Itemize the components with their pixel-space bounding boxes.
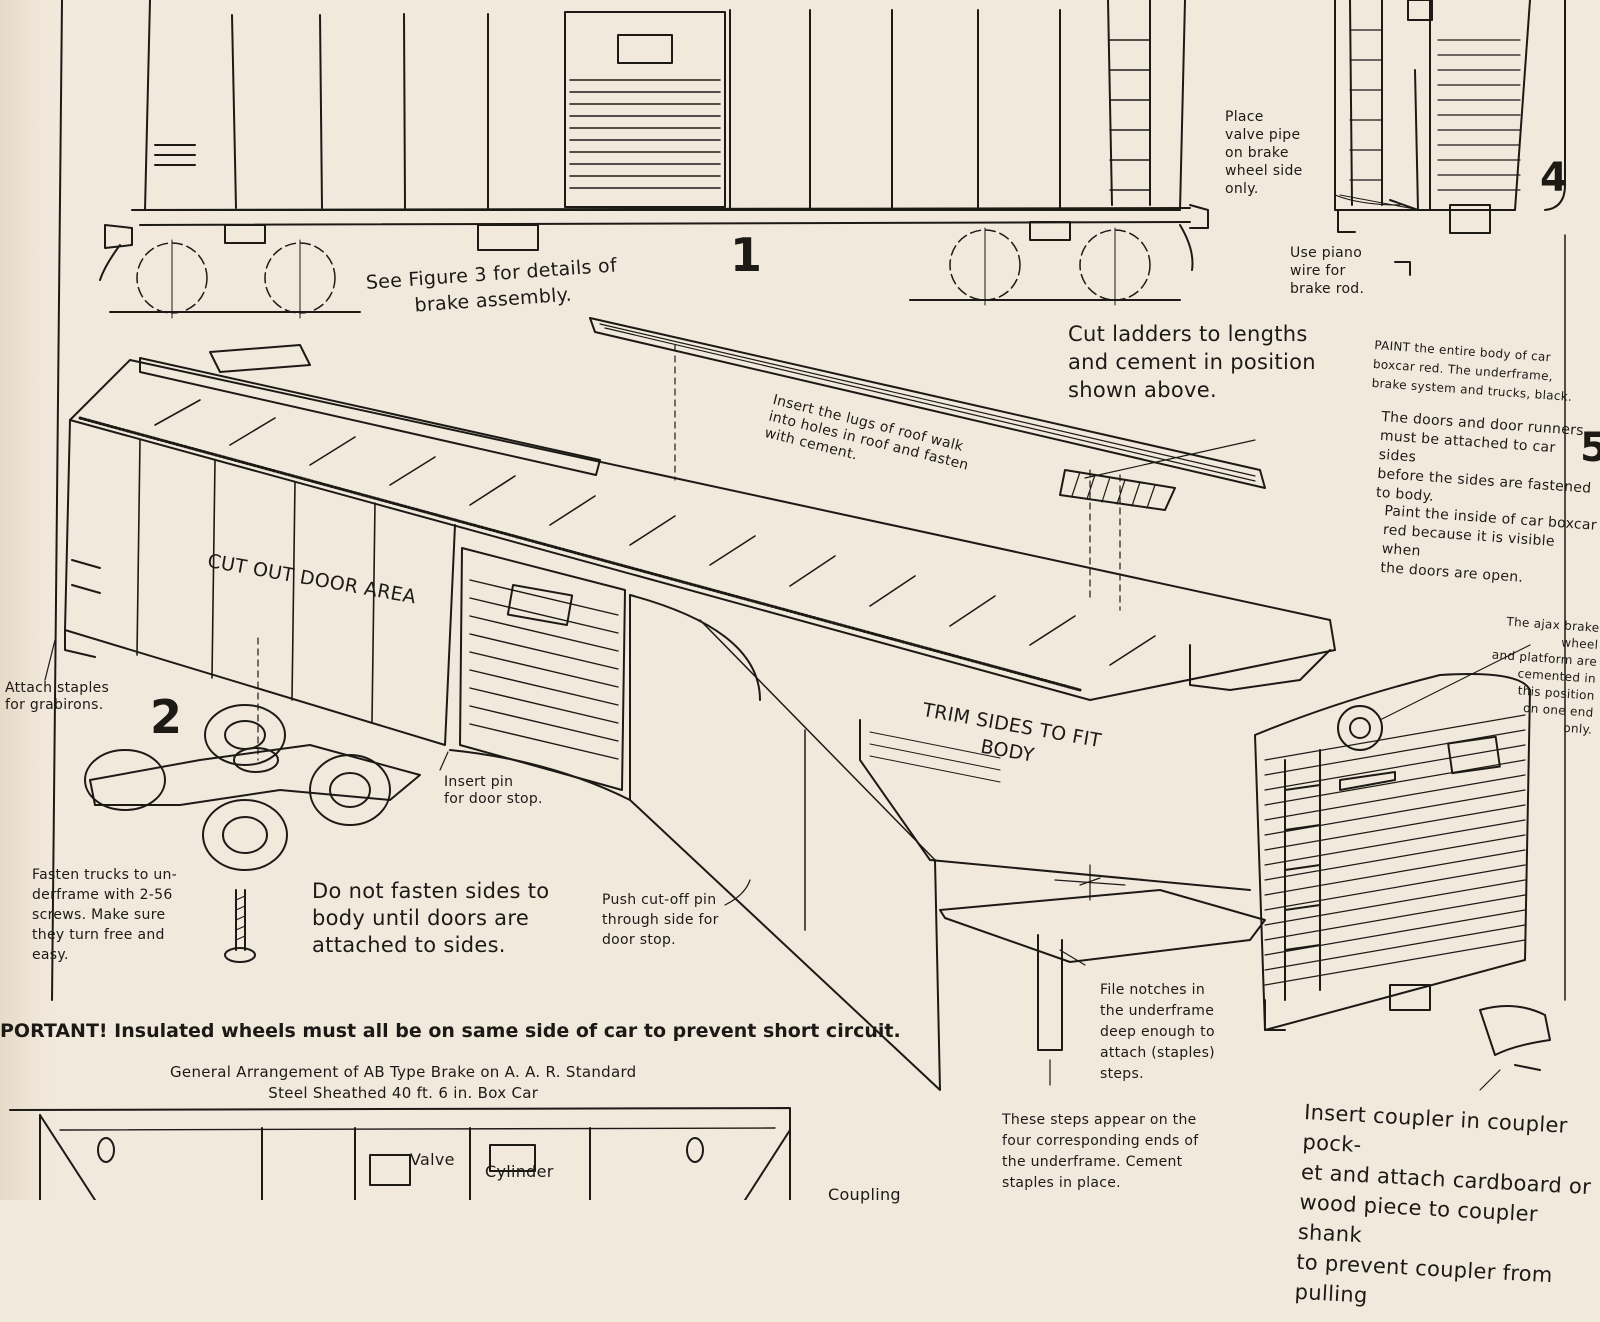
note-push-cutoff-pin: Push cut-off pin through side for door s… <box>602 892 719 948</box>
note-valve-pipe: Place valve pipe on brake wheel side onl… <box>1225 109 1303 197</box>
figure-4-end-view <box>1334 0 1566 1001</box>
note-insert-pin: Insert pin for door stop. <box>444 774 543 807</box>
label-valve: Valve <box>410 1150 455 1169</box>
figure-2-isometric-body <box>64 344 1531 1091</box>
warning-insulated-wheels: PORTANT! Insulated wheels must all be on… <box>0 1020 901 1042</box>
label-coupling: Coupling <box>828 1185 901 1204</box>
roof-walk-part <box>589 317 1266 611</box>
figure-number-2: 2 <box>150 690 183 744</box>
note-steps-appear: These steps appear on the four correspon… <box>1002 1112 1199 1191</box>
note-do-not-fasten-sides: Do not fasten sides to body until doors … <box>312 879 550 957</box>
note-piano-wire: Use piano wire for brake rod. <box>1290 245 1365 297</box>
truck-assembly <box>84 704 421 963</box>
note-paint-inside: Paint the inside of car boxcar red becau… <box>1379 502 1598 586</box>
brake-arrangement-diagram <box>9 1107 791 1200</box>
note-doors-runners: The doors and door runners must be attac… <box>1375 408 1592 505</box>
note-attach-staples: Attach staples for grabirons. <box>5 680 110 713</box>
note-insert-coupler: Insert coupler in coupler pock- et and a… <box>1294 1099 1592 1308</box>
caption-general-arrangement: General Arrangement of AB Type Brake on … <box>170 1063 637 1102</box>
figure-number-5-partial: 5 <box>1580 425 1600 471</box>
note-fasten-trucks: Fasten trucks to un- derframe with 2-56 … <box>32 867 178 963</box>
figure-number-1: 1 <box>730 228 763 282</box>
boxcar-assembly-drawing <box>9 0 1566 1200</box>
figure-1-side-elevation <box>99 0 1209 319</box>
coupler-sketch <box>1479 1005 1551 1071</box>
figure-number-4: 4 <box>1540 155 1568 201</box>
note-cut-ladders: Cut ladders to lengths and cement in pos… <box>1068 322 1316 402</box>
note-ajax-brake-wheel: The ajax brake wheel and platform are ce… <box>1491 614 1600 737</box>
note-file-notches: File notches in the underframe deep enou… <box>1100 982 1215 1082</box>
label-cylinder: Cylinder <box>485 1162 554 1181</box>
paper-fold-edge <box>0 0 52 1200</box>
